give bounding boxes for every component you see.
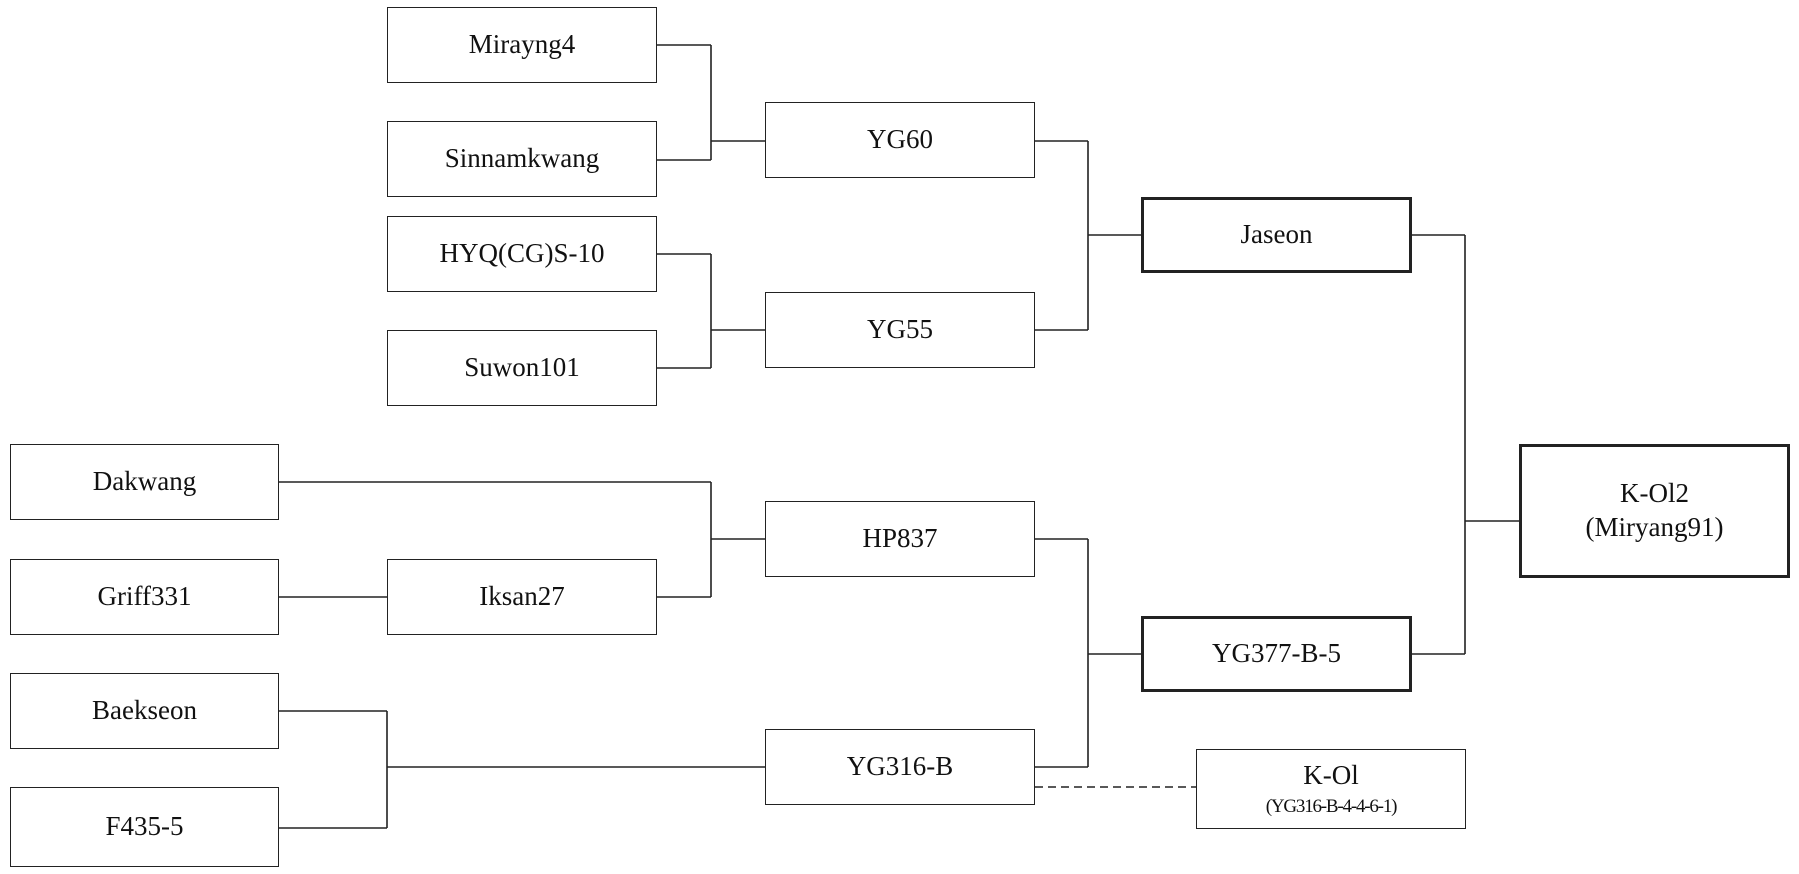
node-jaseon: Jaseon <box>1141 197 1412 273</box>
node-label: YG316-B <box>846 751 954 782</box>
node-label: Dakwang <box>92 466 197 497</box>
node-sinnamkwang: Sinnamkwang <box>387 121 657 197</box>
node-label: K-Ol2 <box>1620 478 1689 509</box>
node-hp837: HP837 <box>765 501 1035 577</box>
node-label: Baekseon <box>92 695 197 726</box>
node-k-ol2: K-Ol2 (Miryang91) <box>1519 444 1790 578</box>
node-f435-5: F435-5 <box>10 787 279 867</box>
node-label: YG377-B-5 <box>1212 638 1341 669</box>
node-label: HYQ(CG)S-10 <box>439 238 605 269</box>
node-hyq-cg-s-10: HYQ(CG)S-10 <box>387 216 657 292</box>
node-griff331: Griff331 <box>10 559 279 635</box>
node-label: Iksan27 <box>479 581 565 612</box>
node-label: K-Ol <box>1303 760 1359 791</box>
node-label: Sinnamkwang <box>444 143 600 174</box>
node-suwon101: Suwon101 <box>387 330 657 406</box>
node-label: Griff331 <box>97 581 192 612</box>
node-yg55: YG55 <box>765 292 1035 368</box>
node-label: Mirayng4 <box>468 29 576 60</box>
node-baekseon: Baekseon <box>10 673 279 749</box>
node-yg377-b-5: YG377-B-5 <box>1141 616 1412 692</box>
node-dakwang: Dakwang <box>10 444 279 520</box>
node-label: Jaseon <box>1240 219 1313 250</box>
node-label: YG55 <box>867 314 933 345</box>
node-sublabel: (YG316-B-4-4-6-1) <box>1265 796 1398 817</box>
node-mirayng4: Mirayng4 <box>387 7 657 83</box>
node-label: HP837 <box>862 523 938 554</box>
node-label: Suwon101 <box>464 352 580 383</box>
node-label: F435-5 <box>105 811 184 842</box>
node-yg316-b: YG316-B <box>765 729 1035 805</box>
node-iksan27: Iksan27 <box>387 559 657 635</box>
node-yg60: YG60 <box>765 102 1035 178</box>
node-label: YG60 <box>867 124 933 155</box>
node-sublabel: (Miryang91) <box>1585 512 1724 542</box>
node-k-ol: K-Ol (YG316-B-4-4-6-1) <box>1196 749 1466 829</box>
